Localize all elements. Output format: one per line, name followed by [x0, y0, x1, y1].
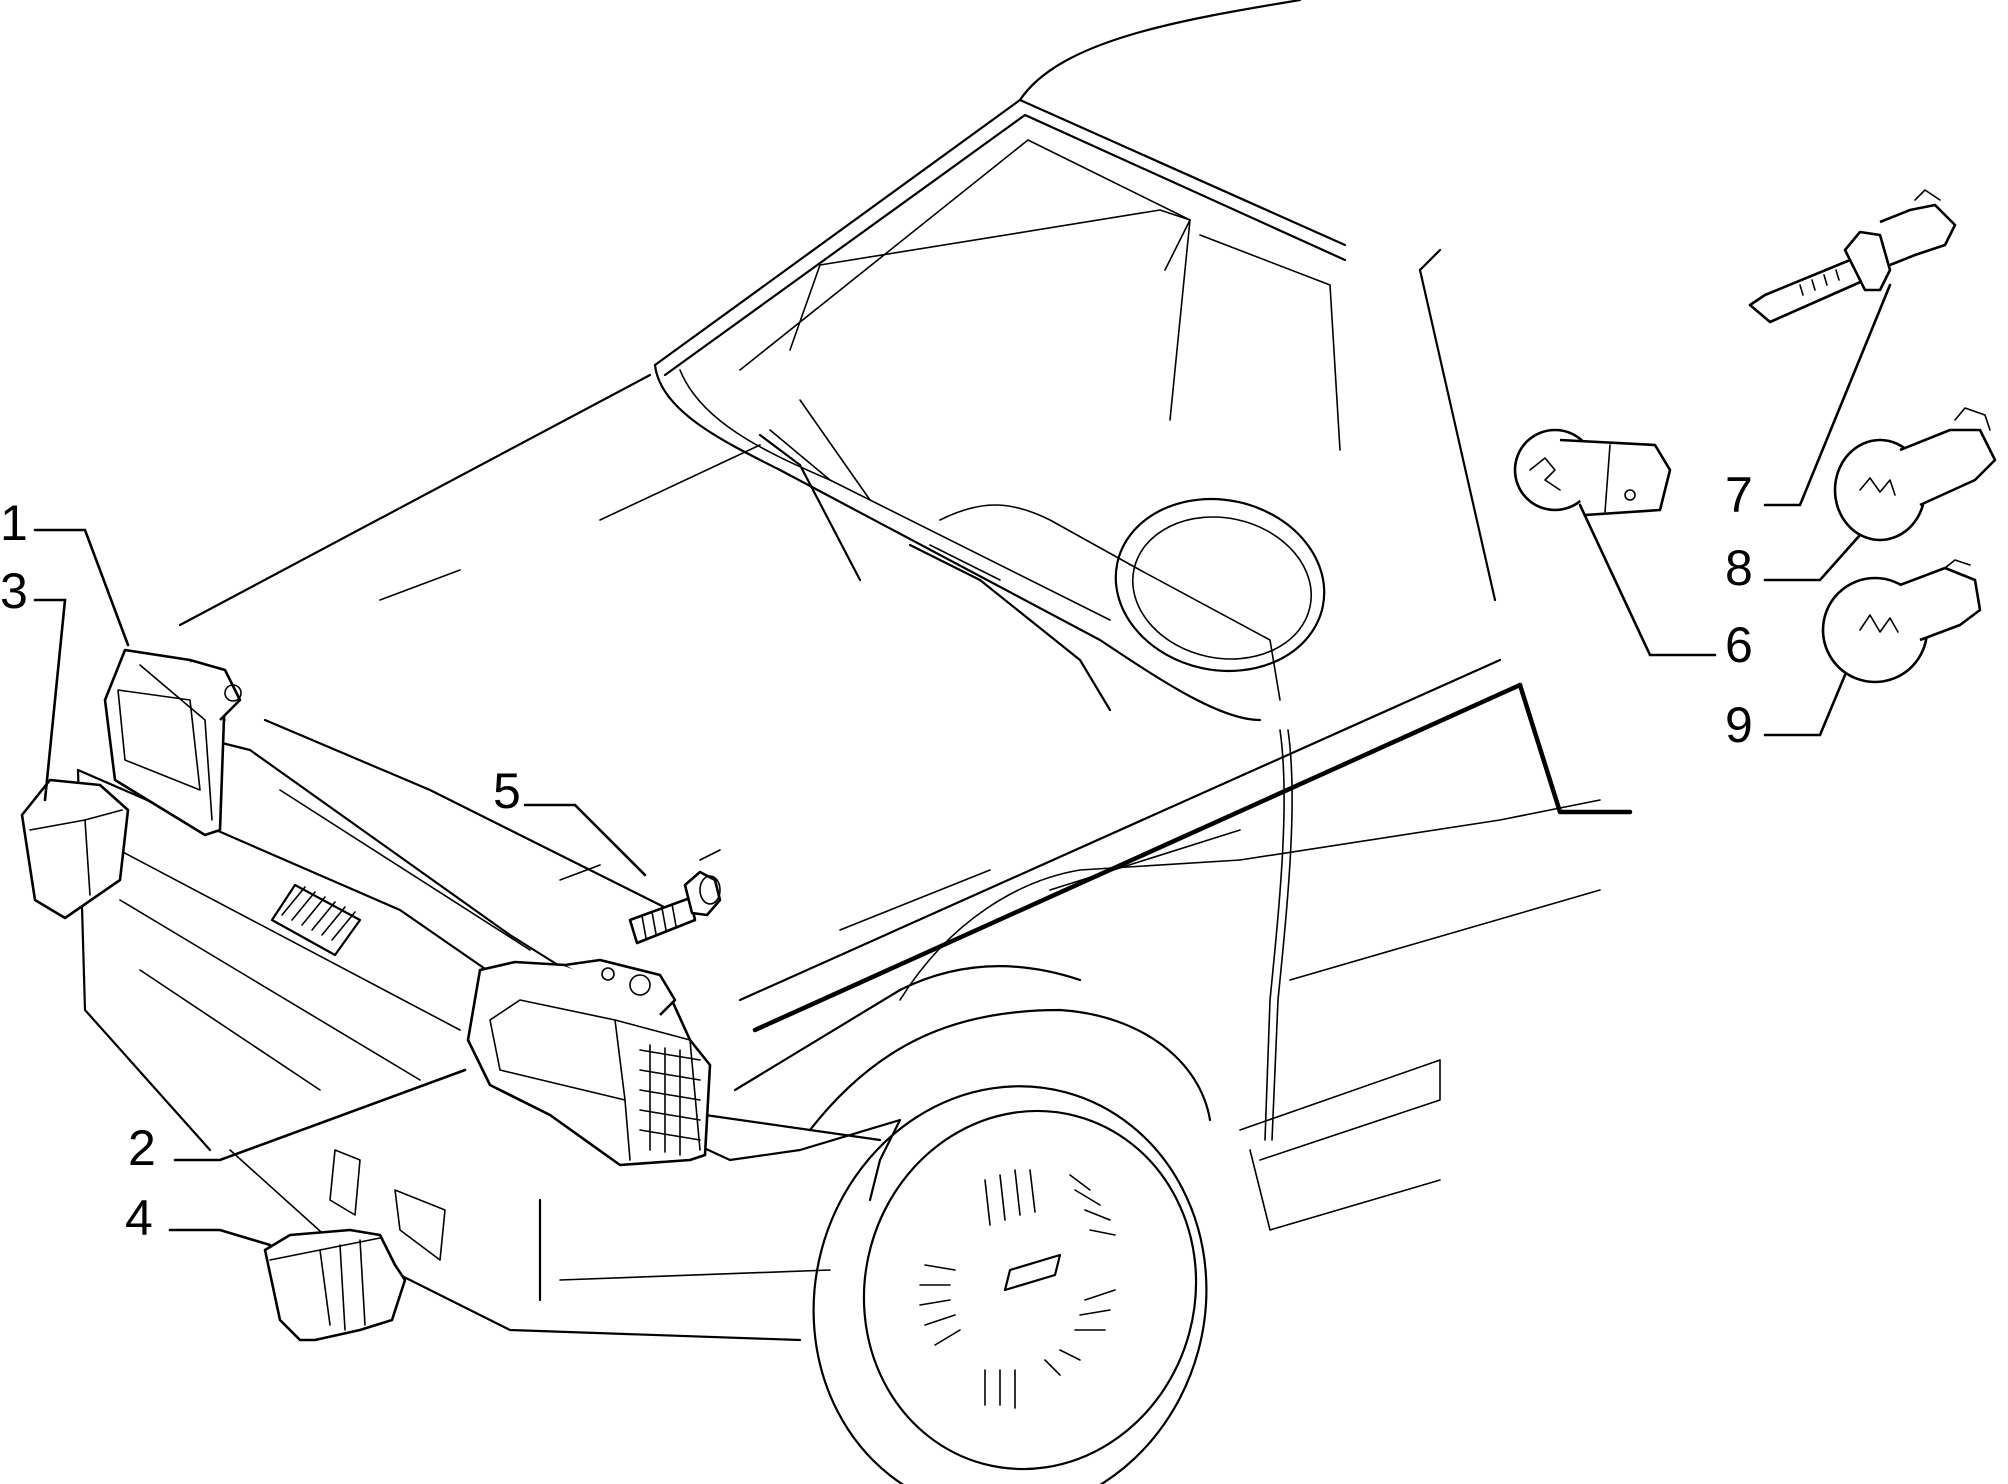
callout-9: 9 — [1725, 697, 1753, 753]
callout-labels: 1 3 2 4 5 6 7 8 9 — [0, 467, 1753, 1246]
part-5-bolt — [628, 870, 722, 945]
part-2-headlight-assembly — [466, 958, 712, 1167]
callout-8: 8 — [1725, 540, 1753, 596]
part-6-bulb — [1513, 428, 1672, 517]
part-4-fog-lamp — [263, 1228, 407, 1342]
leader-4 — [168, 1228, 272, 1247]
leader-6 — [1578, 503, 1717, 657]
callout-2: 2 — [128, 1120, 156, 1176]
callout-4: 4 — [125, 1190, 153, 1246]
part-9-bulb — [1821, 559, 1982, 684]
leader-5 — [523, 803, 647, 877]
leader-7 — [1763, 283, 1892, 507]
part-1-headlight-left — [103, 648, 242, 837]
leader-2 — [173, 1068, 467, 1162]
grille-badge — [270, 883, 362, 957]
part-3-corner-lamp — [20, 778, 130, 920]
leader-8 — [1763, 533, 1862, 582]
callout-6: 6 — [1725, 617, 1753, 673]
callout-7: 7 — [1725, 467, 1753, 523]
part-8-bulb — [1833, 407, 1997, 542]
callout-5: 5 — [493, 763, 521, 819]
part-7-halogen-bulb — [1748, 189, 1957, 324]
leader-9 — [1763, 673, 1847, 737]
leader-1 — [33, 528, 130, 647]
callout-1: 1 — [0, 495, 28, 551]
callout-3: 3 — [0, 563, 28, 619]
leader-lines — [33, 283, 1892, 1247]
leader-3 — [33, 598, 67, 802]
